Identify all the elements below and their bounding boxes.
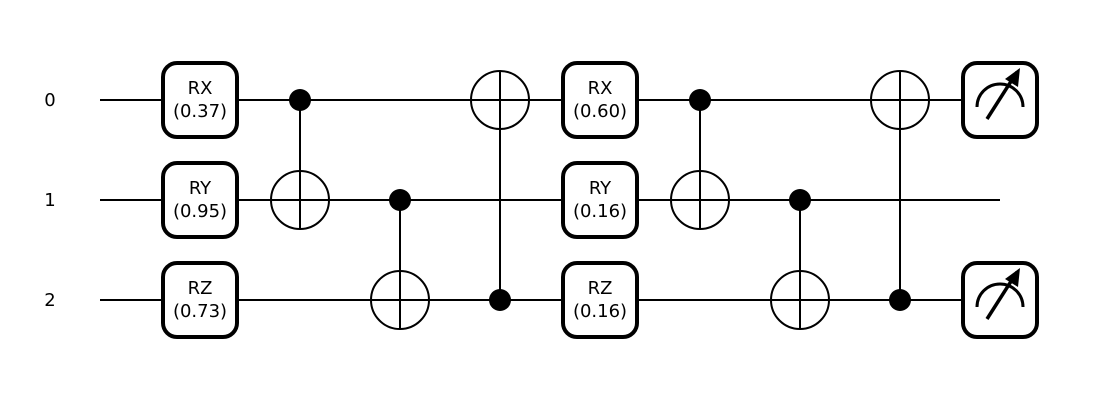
- wire-label-1: 1: [44, 190, 55, 211]
- rotation-gate-name: RY: [589, 178, 612, 199]
- rotation-gate-param: (0.60): [573, 101, 627, 122]
- wire-label-2: 2: [44, 290, 55, 311]
- cnot-gate: [870, 70, 930, 311]
- measurement-gate: [961, 61, 1039, 139]
- rotation-gate: RX(0.37): [161, 61, 239, 139]
- rotation-gate: RY(0.16): [561, 161, 639, 239]
- cnot-gate: [370, 189, 430, 330]
- rotation-gate-name: RZ: [588, 278, 613, 299]
- cnot-gate: [270, 89, 330, 230]
- meter-arrowhead-icon: [1005, 68, 1020, 87]
- rotation-gate-box: [561, 161, 639, 239]
- rotation-gate: RX(0.60): [561, 61, 639, 139]
- cnot-control-dot: [689, 89, 711, 111]
- rotation-gate-name: RY: [189, 178, 212, 199]
- rotation-gate-param: (0.16): [573, 301, 627, 322]
- rotation-gate-param: (0.73): [173, 301, 227, 322]
- meter-arc-icon: [975, 82, 1025, 108]
- cnot-control-dot: [289, 89, 311, 111]
- rotation-gate-box: [561, 261, 639, 339]
- rotation-gate-box: [161, 261, 239, 339]
- cnot-control-dot: [389, 189, 411, 211]
- wire-layer: 0 1 2: [44, 90, 1000, 311]
- rotation-gate: RZ(0.73): [161, 261, 239, 339]
- rotation-gate-box: [161, 61, 239, 139]
- rotation-gate: RZ(0.16): [561, 261, 639, 339]
- meter-arrowhead-icon: [1005, 268, 1020, 287]
- meter-arc-icon: [975, 282, 1025, 308]
- wire-label-0: 0: [44, 90, 55, 111]
- rotation-gate-param: (0.95): [173, 201, 227, 222]
- rotation-gate-param: (0.16): [573, 201, 627, 222]
- cnot-gate: [470, 70, 530, 311]
- rotation-gate-name: RX: [188, 78, 213, 99]
- rotation-gate-name: RZ: [188, 278, 213, 299]
- cnot-control-dot: [889, 289, 911, 311]
- measurement-gate: [961, 261, 1039, 339]
- rotation-gate-param: (0.37): [173, 101, 227, 122]
- cnot-gate: [770, 189, 830, 330]
- rotation-gate: RY(0.95): [161, 161, 239, 239]
- rotation-gate-box: [561, 61, 639, 139]
- rotation-gate-box: [161, 161, 239, 239]
- cnot-control-dot: [489, 289, 511, 311]
- cnot-gate: [670, 89, 730, 230]
- rotation-gate-name: RX: [588, 78, 613, 99]
- gate-layer: RX(0.37)RY(0.95)RZ(0.73)RX(0.60)RY(0.16)…: [161, 61, 1039, 339]
- cnot-control-dot: [789, 189, 811, 211]
